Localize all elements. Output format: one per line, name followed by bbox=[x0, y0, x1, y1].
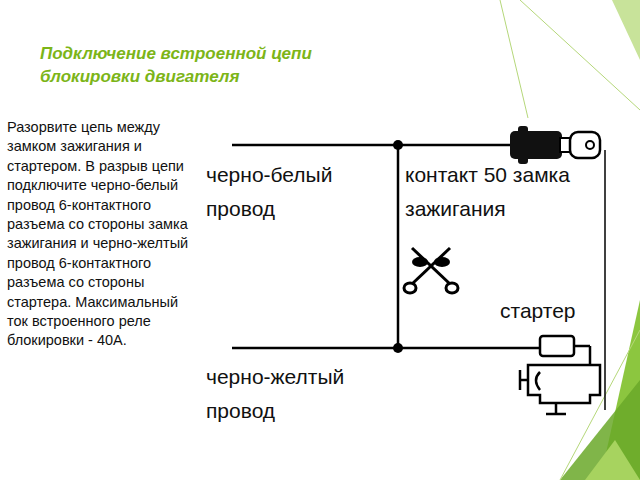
starter-symbol bbox=[520, 336, 600, 414]
ignition-key-symbol bbox=[510, 126, 600, 164]
wire-label: черно-белый провод bbox=[206, 158, 371, 226]
frame-line bbox=[604, 150, 606, 410]
scissors-symbol bbox=[404, 248, 458, 293]
part-name: стартер bbox=[500, 298, 600, 324]
slide-decoration bbox=[500, 0, 640, 480]
pin-label: контакт 50 замка зажигания bbox=[405, 158, 601, 226]
wire-label: черно-желтый провод bbox=[206, 360, 376, 428]
instruction-note: Разорвите цепь между замком зажигания и … bbox=[7, 118, 199, 351]
junction-dot bbox=[393, 140, 403, 150]
slide-title: Подключение встроенной цепи блокировки д… bbox=[40, 42, 410, 88]
junction-dot bbox=[393, 343, 403, 353]
